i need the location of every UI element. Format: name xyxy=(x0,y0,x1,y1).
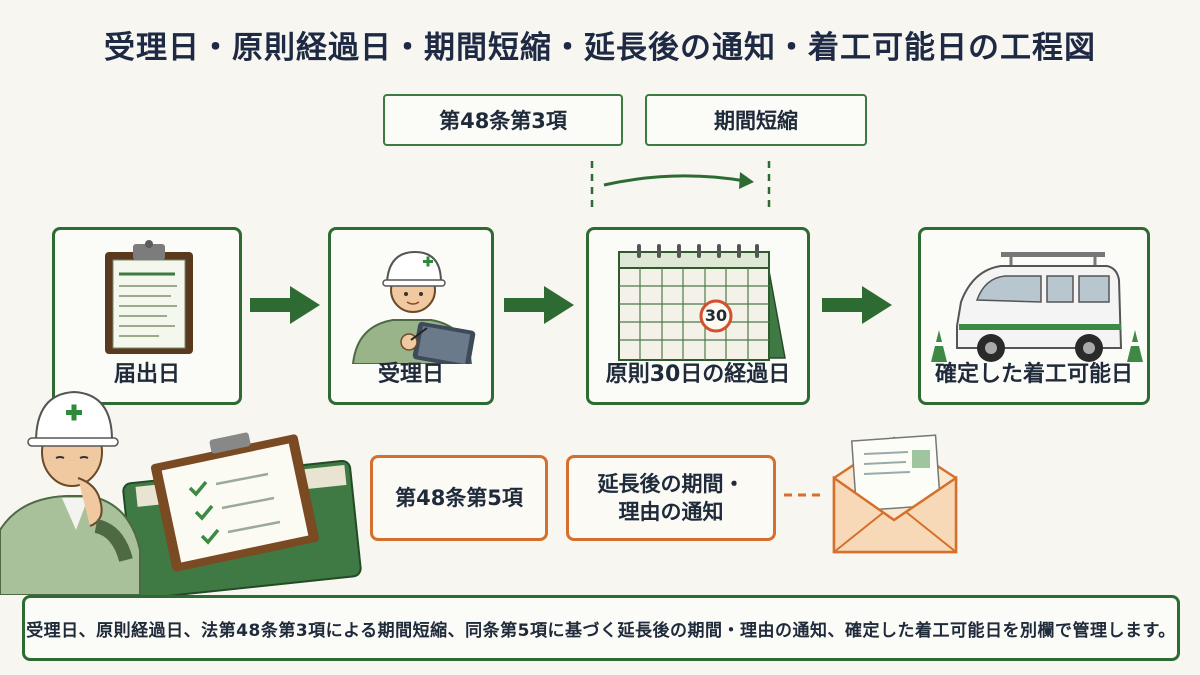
page-title: 受理日・原則経過日・期間短縮・延長後の通知・着工可能日の工程図 xyxy=(104,30,1096,66)
notice-extension-line2: 理由の通知 xyxy=(618,500,724,524)
dashed-connector xyxy=(784,493,824,497)
clipboard-icon xyxy=(105,240,193,354)
tag-article-48-3: 第48条第3項 xyxy=(383,94,623,146)
arrow-right-icon xyxy=(822,286,892,324)
step-notification-date: 届出日 xyxy=(52,227,242,405)
work-van-icon xyxy=(931,252,1143,362)
step-label: 確定した着工可能日 xyxy=(934,362,1133,387)
envelope-letter-icon xyxy=(832,434,958,554)
step-label: 受理日 xyxy=(377,362,444,387)
footer-note: 受理日、原則経過日、法第48条第3項による期間短縮、同条第5項に基づく延長後の期… xyxy=(22,595,1180,661)
step-acceptance-date: 受理日 xyxy=(328,227,494,405)
step-30-day-elapsed: 30 原則30日の経過日 xyxy=(586,227,810,405)
notice-extension-reason: 延長後の期間・ 理由の通知 xyxy=(566,455,776,541)
worker-thinking-with-binder-illustration xyxy=(0,390,362,595)
notice-article-48-5: 第48条第5項 xyxy=(370,455,548,541)
arrow-right-icon xyxy=(504,286,574,324)
step-label: 原則30日の経過日 xyxy=(605,362,791,387)
tag-period-shortening: 期間短縮 xyxy=(645,94,867,146)
arrow-right-icon xyxy=(250,286,320,324)
calendar-date-number: 30 xyxy=(704,306,728,325)
step-confirmed-start-date: 確定した着工可能日 xyxy=(918,227,1150,405)
calendar-icon xyxy=(618,244,786,361)
shortening-indicator xyxy=(590,161,771,211)
notice-extension-line1: 延長後の期間・ xyxy=(597,471,745,496)
step-label: 届出日 xyxy=(113,362,180,387)
worker-with-clipboard-icon xyxy=(351,250,476,364)
